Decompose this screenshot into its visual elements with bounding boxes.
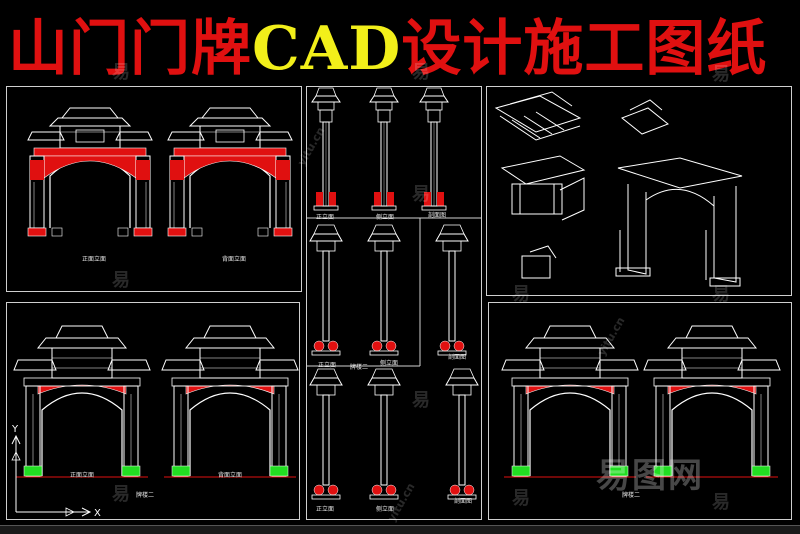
label-detail-g: 正立面 [316, 506, 335, 513]
label-detail-c: 剖面图 [428, 212, 447, 219]
label-pailou-mid: 牌楼二 [350, 364, 369, 371]
panel-bottom-right [488, 302, 792, 520]
svg-text:Y: Y [11, 424, 19, 435]
isometric-frame-component [500, 155, 586, 279]
title-part-3: 设计施工图纸 [401, 14, 768, 84]
label-detail-d: 正立面 [318, 362, 337, 369]
label-back-elevation-2: 背面立面 [218, 472, 243, 479]
label-front-elevation-1: 正面立面 [82, 256, 107, 263]
label-detail-b: 侧立面 [376, 214, 395, 221]
label-detail-h: 侧立面 [376, 506, 395, 513]
label-back-elevation-1: 背面立面 [222, 256, 247, 263]
title-part-1: 山门门牌 [8, 14, 252, 84]
panel-top-right [486, 86, 792, 296]
label-detail-a: 正立面 [316, 214, 335, 221]
status-bar [0, 525, 800, 534]
panel-top-left [6, 86, 302, 292]
label-pailou-2-right: 牌楼二 [622, 492, 641, 499]
panel-bottom-left [6, 302, 300, 520]
title-part-2: CAD [252, 14, 402, 84]
site-logo: 易图网 [596, 456, 704, 496]
label-detail-f: 剖面图 [448, 354, 467, 361]
label-detail-e: 侧立面 [380, 360, 399, 367]
svg-text:X: X [94, 508, 101, 519]
page-title: 山门门牌 CAD 设计施工图纸 [8, 18, 767, 80]
isometric-roof-component [494, 91, 669, 141]
isometric-gate-component [615, 157, 743, 287]
label-detail-i: 剖面图 [454, 498, 473, 505]
panel-middle [306, 86, 482, 520]
label-front-elevation-2: 正面立面 [70, 472, 95, 479]
label-pailou-2-left: 牌楼二 [136, 492, 155, 499]
